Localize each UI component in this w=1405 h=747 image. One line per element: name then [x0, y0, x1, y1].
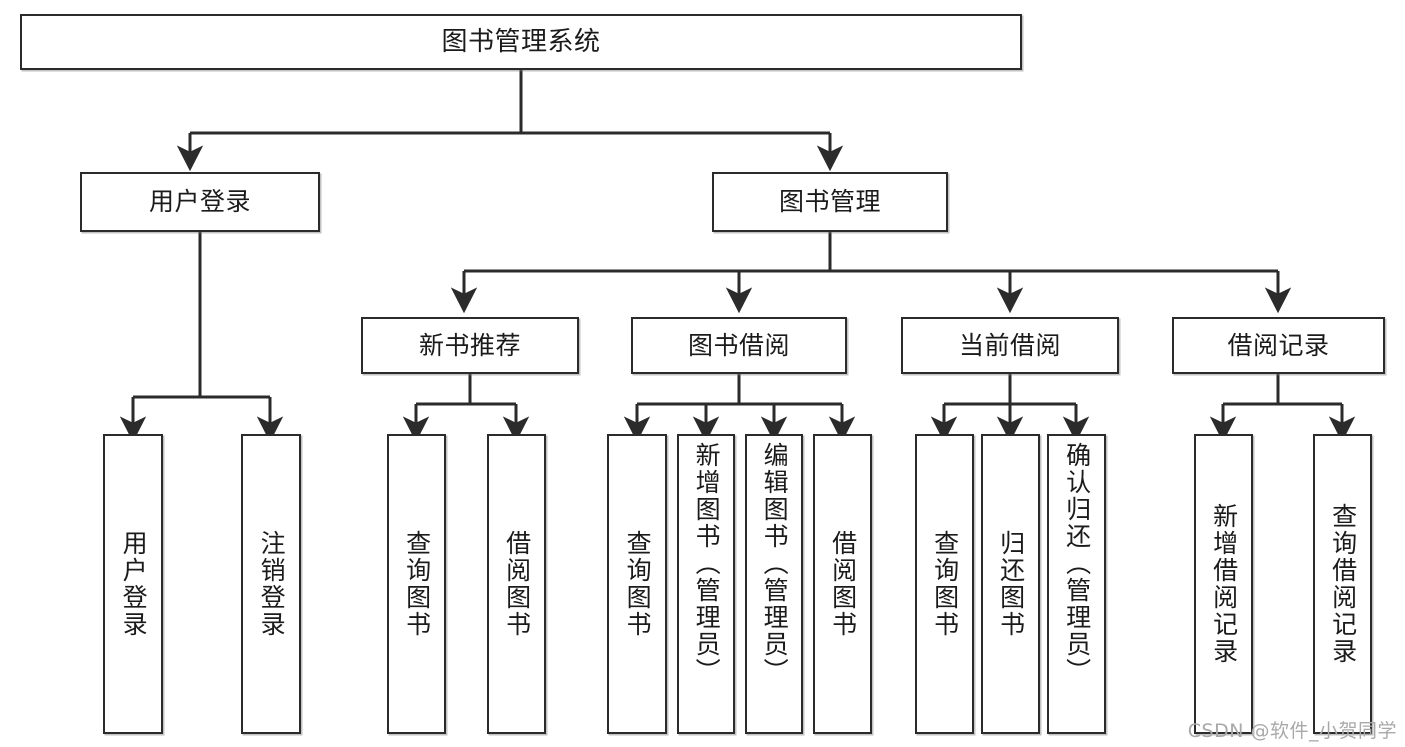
node-label: 借阅图书 [502, 530, 532, 638]
node-leaf-user-login[interactable]: 用户登录 [103, 434, 163, 734]
node-label: 确认归还（管理员） [1062, 442, 1092, 685]
node-book-borrow[interactable]: 图书借阅 [631, 317, 847, 374]
node-new-book-recommend[interactable]: 新书推荐 [361, 317, 579, 374]
node-label: 编辑图书（管理员） [760, 442, 790, 685]
node-label: 新增借阅记录 [1209, 503, 1239, 665]
node-label: 查询借阅记录 [1328, 503, 1358, 665]
node-leaf-add-book[interactable]: 新增图书（管理员） [677, 434, 735, 734]
node-label: 查询图书 [930, 530, 960, 638]
node-label: 当前借阅 [958, 330, 1061, 360]
node-current-borrow[interactable]: 当前借阅 [901, 317, 1119, 374]
node-label: 用户登录 [119, 530, 149, 638]
node-label: 图书借阅 [687, 330, 790, 360]
node-leaf-query-book-current[interactable]: 查询图书 [915, 434, 974, 734]
node-user-login[interactable]: 用户登录 [80, 172, 320, 232]
node-label: 查询图书 [623, 530, 653, 638]
node-label: 新书推荐 [418, 330, 521, 360]
node-label: 用户登录 [148, 187, 251, 217]
node-label: 借阅图书 [828, 530, 858, 638]
node-leaf-query-book-recommend[interactable]: 查询图书 [387, 434, 446, 734]
node-leaf-borrow-book[interactable]: 借阅图书 [813, 434, 872, 734]
node-leaf-borrow-book-recommend[interactable]: 借阅图书 [487, 434, 546, 734]
node-label: 查询图书 [402, 530, 432, 638]
node-label: 归还图书 [996, 530, 1026, 638]
watermark-text: CSDN @软件_小贺同学 [1187, 720, 1397, 742]
node-label: 注销登录 [257, 530, 287, 638]
node-root-book-management-system[interactable]: 图书管理系统 [20, 14, 1022, 70]
node-borrow-record[interactable]: 借阅记录 [1172, 317, 1385, 374]
node-label: 图书管理系统 [441, 26, 601, 57]
node-leaf-query-book-borrow[interactable]: 查询图书 [607, 434, 667, 734]
node-leaf-return-book[interactable]: 归还图书 [981, 434, 1040, 734]
node-label: 借阅记录 [1227, 330, 1330, 360]
node-label: 新增图书（管理员） [692, 442, 722, 685]
node-leaf-query-borrow-record[interactable]: 查询借阅记录 [1313, 434, 1372, 734]
node-leaf-confirm-return[interactable]: 确认归还（管理员） [1047, 434, 1106, 734]
node-book-manage[interactable]: 图书管理 [712, 172, 948, 232]
node-leaf-logout-login[interactable]: 注销登录 [241, 434, 301, 734]
node-leaf-edit-book[interactable]: 编辑图书（管理员） [745, 434, 803, 734]
node-leaf-add-borrow-record[interactable]: 新增借阅记录 [1194, 434, 1253, 734]
node-label: 图书管理 [778, 187, 881, 217]
